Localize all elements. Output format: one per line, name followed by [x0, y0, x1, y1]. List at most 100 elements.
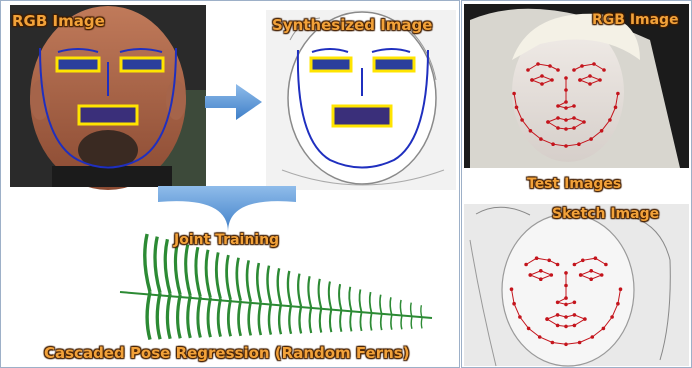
- fern-leaflet: [340, 310, 341, 331]
- landmark-point: [589, 269, 593, 273]
- landmark-point: [510, 287, 514, 291]
- landmark-point: [556, 116, 560, 120]
- fern-leaflet: [421, 305, 422, 318]
- fern-leaflet: [206, 250, 210, 298]
- fern-leaflet: [298, 274, 301, 307]
- landmark-point: [580, 64, 584, 68]
- fern-leaflet: [411, 303, 412, 317]
- landmark-point: [529, 129, 533, 133]
- label-joint-training: Joint Training: [174, 232, 279, 248]
- landmark-point: [564, 343, 568, 347]
- landmark-point: [548, 64, 552, 68]
- fern-leaflet: [249, 302, 251, 336]
- landmark-point: [524, 263, 528, 267]
- fern-leaflet: [165, 239, 170, 294]
- landmark-point: [564, 284, 568, 288]
- fern-leaflet: [320, 308, 321, 332]
- fern-leaflet: [380, 295, 382, 314]
- landmark-point: [539, 277, 543, 281]
- landmark-point: [616, 92, 620, 96]
- landmark-point: [530, 78, 534, 82]
- landmark-point: [547, 259, 551, 263]
- fern-leaflet: [299, 306, 301, 333]
- landmark-point: [588, 74, 592, 78]
- fern-leaflet: [208, 298, 210, 337]
- mouth-box-left: [79, 106, 137, 124]
- landmark-point: [556, 126, 560, 130]
- landmark-point: [577, 142, 581, 146]
- fern-leaflet: [157, 293, 160, 339]
- fern-leaflet: [411, 317, 412, 329]
- landmark-point: [573, 301, 577, 305]
- fern-leaflet: [178, 295, 181, 338]
- landmark-point: [540, 82, 544, 86]
- fern-leaflet: [400, 300, 401, 316]
- landmark-point: [608, 118, 612, 122]
- landmark-point: [564, 100, 568, 104]
- landmark-point: [550, 78, 554, 82]
- fern-leaflet: [319, 279, 322, 309]
- fern-leaflet: [257, 263, 261, 303]
- landmark-point: [536, 62, 540, 66]
- landmark-point: [515, 106, 519, 110]
- eye-box-synth-2: [374, 58, 414, 71]
- fern-leaflet: [175, 242, 180, 295]
- landmark-point: [573, 263, 577, 267]
- landmark-point: [600, 129, 604, 133]
- landmark-point: [556, 104, 560, 108]
- landmark-point: [578, 341, 582, 345]
- synthesized-photo: [266, 10, 456, 190]
- label-test-images: Test Images: [527, 176, 621, 192]
- landmark-point: [564, 271, 568, 275]
- landmark-point: [598, 78, 602, 82]
- landmark-point: [518, 315, 522, 319]
- landmark-point: [564, 325, 568, 329]
- landmark-point: [540, 74, 544, 78]
- landmark-point: [581, 259, 585, 263]
- label-cascaded-pose-regression: Cascaded Pose Regression (Random Ferns): [44, 344, 410, 362]
- landmark-point: [610, 315, 614, 319]
- landmark-point: [579, 273, 583, 277]
- landmark-point: [589, 137, 593, 141]
- fern-leaflet: [390, 297, 392, 315]
- landmark-point: [556, 68, 560, 72]
- fern-leaflet: [186, 245, 191, 296]
- landmark-point: [551, 142, 555, 146]
- landmark-point: [546, 120, 550, 124]
- landmark-point: [564, 296, 568, 300]
- landmark-point: [573, 313, 577, 317]
- landmark-point: [529, 273, 533, 277]
- landmark-point: [614, 106, 618, 110]
- fern-leaflet: [421, 318, 422, 328]
- landmark-point: [582, 120, 586, 124]
- fern-leaflet: [188, 296, 191, 338]
- fern-leaflet: [145, 234, 150, 292]
- label-rgb-image-right: RGB Image: [592, 12, 679, 28]
- landmark-point: [602, 68, 606, 72]
- fern-leaflet: [227, 255, 231, 300]
- fern-leaflet: [155, 237, 160, 293]
- landmark-point: [592, 62, 596, 66]
- landmark-point: [512, 92, 516, 96]
- label-rgb-image-left: RGB Image: [12, 12, 105, 30]
- fern-leaflet: [381, 314, 382, 330]
- landmark-point: [564, 106, 568, 110]
- landmark-point: [572, 126, 576, 130]
- landmark-point: [572, 104, 576, 108]
- fern-leaflet: [216, 252, 220, 298]
- fern-leaflet: [239, 301, 241, 336]
- arrow-right-icon: [205, 84, 262, 120]
- fern-leaflet: [279, 305, 281, 335]
- landmark-point: [573, 324, 577, 328]
- fern-leaflet: [350, 311, 351, 331]
- fern-leaflet: [308, 276, 311, 307]
- landmark-point: [564, 315, 568, 319]
- eye-box-left-2: [121, 58, 163, 71]
- fern-leaflet: [228, 300, 230, 337]
- fern-leaflet: [147, 292, 150, 340]
- fern-leaflet: [289, 305, 291, 333]
- fern-leaflet: [269, 304, 271, 335]
- landmark-point: [594, 256, 598, 260]
- landmark-point: [520, 118, 524, 122]
- fern-leaflet: [329, 281, 332, 309]
